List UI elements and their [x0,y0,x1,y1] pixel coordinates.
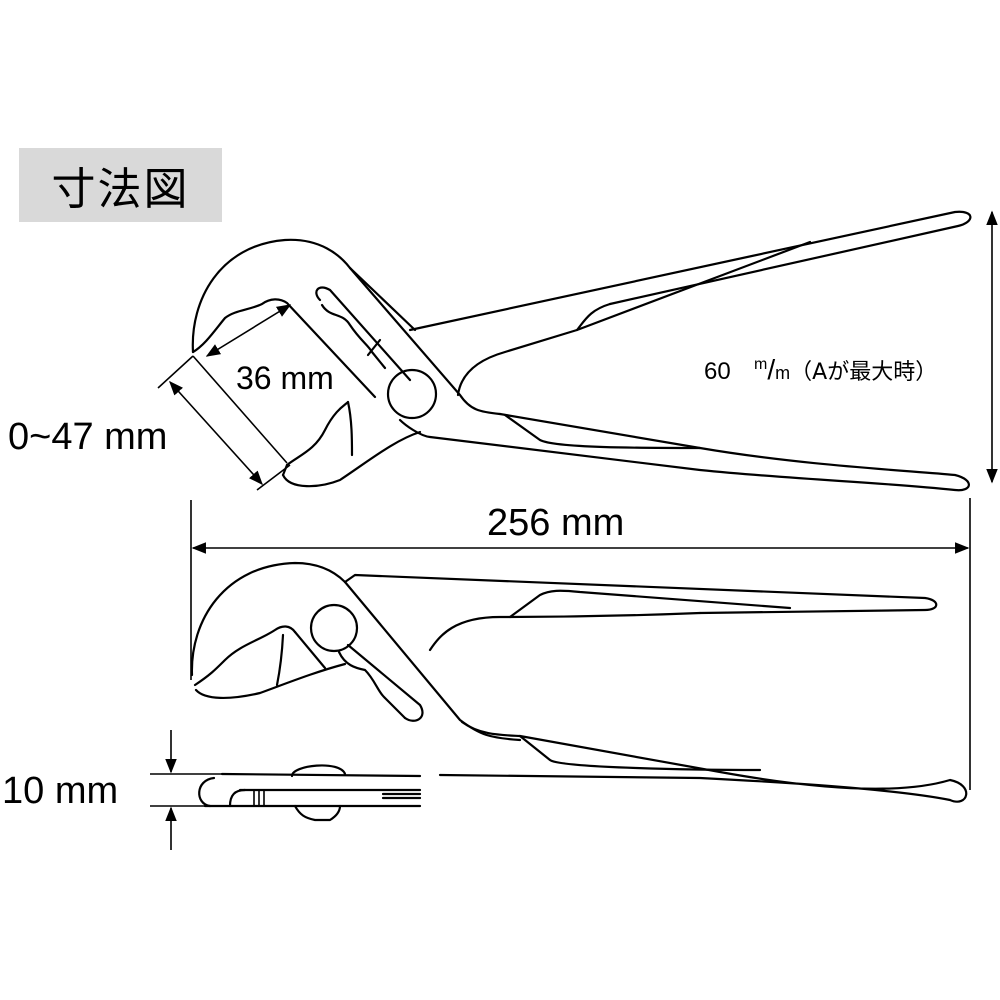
jaw-capacity-label: 0~47 mm [8,416,168,458]
jaw-depth-label: 36 mm [236,360,334,396]
unit-numerator: m [754,356,768,373]
thickness-label: 10 mm [2,770,119,812]
pliers-edge-view [150,730,422,850]
overall-length-dimension [190,498,971,790]
unit-slash: / [767,354,776,385]
diagram-title: 寸法図 [51,164,190,215]
handle-span-note: （Aが最大時） [790,360,938,385]
pliers-middle-view [190,561,968,803]
pliers-top-view [157,210,998,492]
handle-span-value: 60 [704,358,731,385]
unit-denominator: m [775,363,791,383]
handle-span-label: 60 m/m（Aが最大時） [704,354,937,386]
overall-length-label: 256 mm [487,502,625,544]
title-badge: 寸法図 [19,148,222,222]
